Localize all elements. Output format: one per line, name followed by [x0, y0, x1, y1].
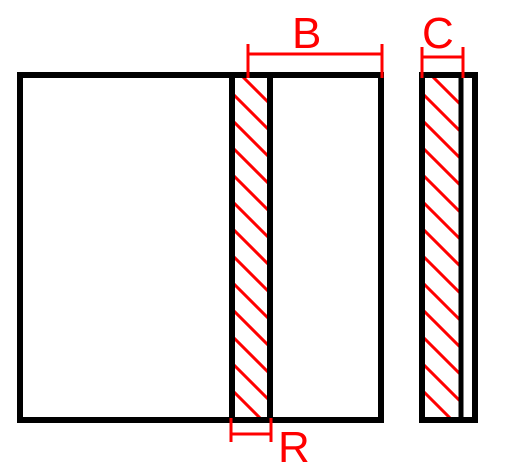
- hatch-line: [232, 118, 270, 160]
- label-r: R: [278, 423, 310, 468]
- hatch-line: [232, 361, 270, 403]
- hatch-line: [424, 309, 460, 349]
- hatch-line: [232, 199, 270, 241]
- hatch-line: [424, 363, 460, 403]
- label-b: B: [292, 9, 321, 58]
- hatch-line: [424, 228, 460, 268]
- hatch-line: [232, 226, 270, 268]
- side-view: [419, 72, 478, 468]
- label-c: C: [422, 9, 454, 58]
- dimension-c: [420, 47, 465, 78]
- front-hatch-pattern: [232, 77, 270, 468]
- hatch-line: [232, 172, 270, 214]
- hatch-line: [232, 253, 270, 295]
- hatch-line: [424, 336, 460, 376]
- hatch-line: [424, 174, 460, 214]
- side-hatch-pattern: [424, 77, 460, 468]
- hatch-line: [232, 280, 270, 322]
- hatch-line: [424, 390, 455, 420]
- side-view-outline: [419, 72, 478, 423]
- hatch-line: [232, 91, 270, 133]
- hatch-line: [424, 201, 460, 241]
- hatch-line: [240, 77, 270, 106]
- hatch-line: [424, 446, 460, 468]
- dimension-b: [246, 44, 384, 78]
- dimension-r: [229, 418, 273, 442]
- hatch-line: [424, 255, 460, 295]
- hatch-line: [232, 334, 270, 376]
- hatch-line: [232, 307, 270, 349]
- hatch-line: [424, 120, 460, 160]
- hatch-line: [424, 147, 460, 187]
- hatch-line: [232, 444, 270, 468]
- hatch-line: [430, 77, 460, 106]
- hatch-line: [232, 388, 265, 420]
- hatch-line: [267, 77, 270, 79]
- front-view: [17, 72, 384, 468]
- hatch-line: [232, 145, 270, 187]
- hatch-line: [424, 93, 460, 133]
- hatch-line: [424, 417, 428, 420]
- front-view-outline: [17, 72, 384, 423]
- hatch-line: [424, 282, 460, 322]
